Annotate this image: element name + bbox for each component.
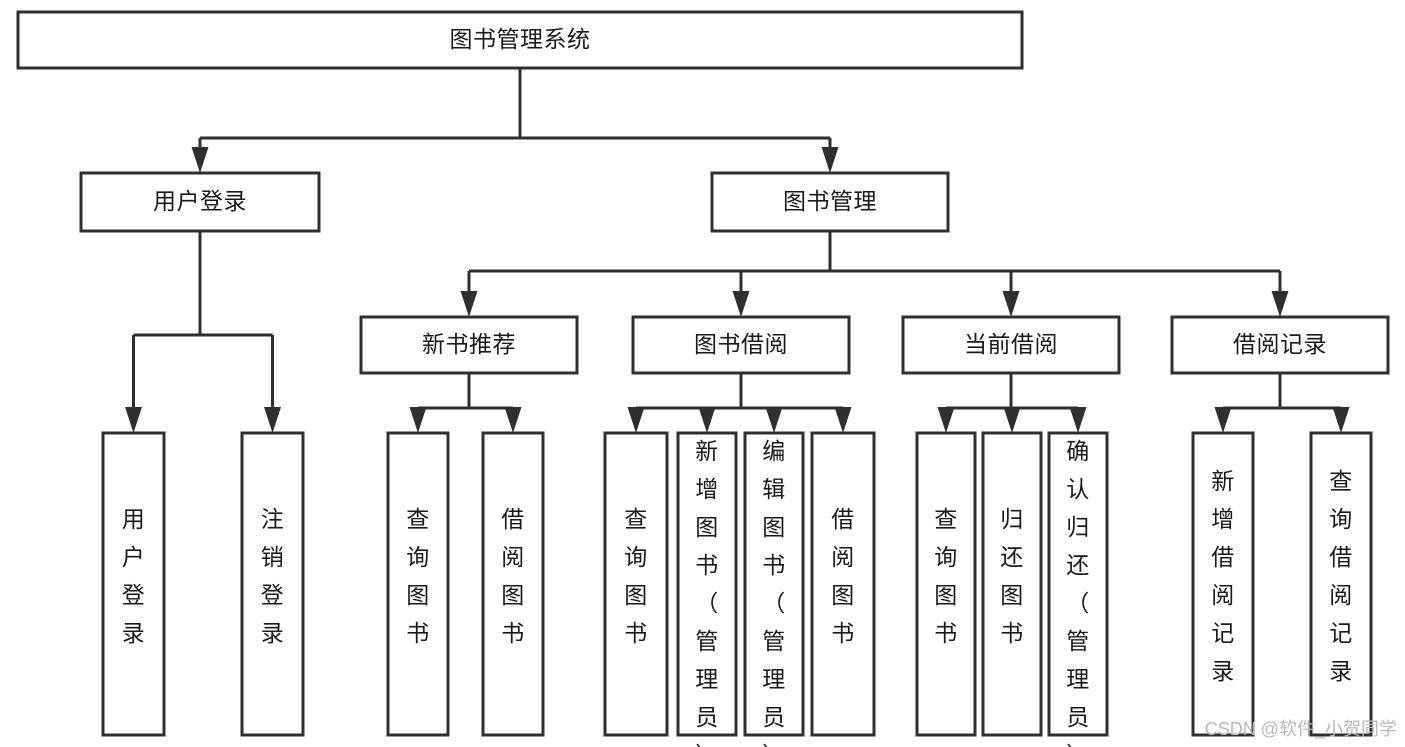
node-label-return-book: 归还图书 xyxy=(1000,506,1024,646)
bookmanage-to-borrow-record-arrowhead xyxy=(1271,291,1289,317)
node-query-book-1[interactable]: 查询图书 xyxy=(386,431,450,737)
node-add-book-admin[interactable]: 新增图书（管理员） xyxy=(676,431,738,747)
node-label-user-login: 用户登录 xyxy=(153,188,247,214)
node-label-confirm-return-admin: 确认归还（管理员） xyxy=(1066,438,1090,747)
node-box-query-book-3 xyxy=(915,431,977,737)
bookmanage-to-new-book-recommend-arrowhead xyxy=(460,291,478,317)
node-label-borrow-record: 借阅记录 xyxy=(1233,331,1327,357)
node-box-user-login xyxy=(79,171,321,233)
node-label-query-book-1: 查询图书 xyxy=(406,506,430,646)
node-root[interactable]: 图书管理系统 xyxy=(16,10,1024,70)
current-borrow-to-return-book-arrowhead xyxy=(1003,407,1021,433)
root-to-user-login-arrowhead xyxy=(191,147,209,173)
node-label-add-book-admin: 新增图书（管理员） xyxy=(695,438,719,747)
node-box-add-borrow-record xyxy=(1191,431,1255,737)
node-box-return-book xyxy=(981,431,1043,737)
node-box-query-borrow-record xyxy=(1309,431,1373,737)
node-box-current-borrow xyxy=(901,315,1121,375)
node-label-add-borrow-record: 新增借阅记录 xyxy=(1211,468,1235,684)
current-borrow-to-confirm-return-admin-arrowhead xyxy=(1069,407,1087,433)
root-to-book-manage-arrowhead xyxy=(821,147,839,173)
node-label-query-borrow-record: 查询借阅记录 xyxy=(1329,468,1353,684)
node-current-borrow[interactable]: 当前借阅 xyxy=(901,315,1121,375)
userlogin-to-user-logout-leaf-arrowhead xyxy=(264,407,281,433)
node-label-query-book-3: 查询图书 xyxy=(934,506,958,646)
node-query-book-3[interactable]: 查询图书 xyxy=(915,431,977,737)
node-add-borrow-record[interactable]: 新增借阅记录 xyxy=(1191,431,1255,737)
node-book-borrow[interactable]: 图书借阅 xyxy=(631,315,851,375)
node-label-borrow-book-1: 借阅图书 xyxy=(501,506,525,646)
node-box-borrow-book-1 xyxy=(481,431,545,737)
node-box-user-logout-leaf xyxy=(240,431,305,737)
node-box-new-book-recommend xyxy=(359,315,579,375)
node-label-root: 图书管理系统 xyxy=(450,26,591,52)
new-book-recommend-to-borrow-book-1-arrowhead xyxy=(504,407,522,433)
node-label-edit-book-admin: 编辑图书（管理员） xyxy=(762,438,786,747)
node-edit-book-admin[interactable]: 编辑图书（管理员） xyxy=(743,431,805,747)
book-borrow-to-edit-book-admin-arrowhead xyxy=(765,407,783,433)
node-label-book-manage: 图书管理 xyxy=(783,188,877,214)
node-label-book-borrow: 图书借阅 xyxy=(694,331,788,357)
bookmanage-to-current-borrow-arrowhead xyxy=(1002,291,1020,317)
node-user-login-leaf[interactable]: 用户登录 xyxy=(101,431,166,737)
node-box-user-login-leaf xyxy=(101,431,166,737)
node-label-new-book-recommend: 新书推荐 xyxy=(422,331,516,357)
book-borrow-to-query-book-2-arrowhead xyxy=(627,407,645,433)
node-user-logout-leaf[interactable]: 注销登录 xyxy=(240,431,305,737)
bookmanage-to-book-borrow-arrowhead xyxy=(732,291,750,317)
node-box-book-borrow xyxy=(631,315,851,375)
node-label-current-borrow: 当前借阅 xyxy=(964,331,1058,357)
node-box-confirm-return-admin xyxy=(1047,431,1109,737)
node-borrow-book-1[interactable]: 借阅图书 xyxy=(481,431,545,737)
node-box-borrow-record xyxy=(1170,315,1390,375)
node-layer: 图书管理系统用户登录图书管理用户登录注销登录新书推荐图书借阅当前借阅借阅记录查询… xyxy=(16,10,1390,747)
current-borrow-to-query-book-3-arrowhead xyxy=(937,407,955,433)
borrow-record-to-query-borrow-record-arrowhead xyxy=(1332,407,1350,433)
node-book-manage[interactable]: 图书管理 xyxy=(710,171,950,233)
node-borrow-record[interactable]: 借阅记录 xyxy=(1170,315,1390,375)
node-query-borrow-record[interactable]: 查询借阅记录 xyxy=(1309,431,1373,737)
connector-layer xyxy=(125,68,1350,433)
book-borrow-to-borrow-book-2-arrowhead xyxy=(834,407,852,433)
node-label-user-logout-leaf: 注销登录 xyxy=(261,506,285,646)
new-book-recommend-to-query-book-1-arrowhead xyxy=(409,407,427,433)
node-box-edit-book-admin xyxy=(743,431,805,737)
node-label-user-login-leaf: 用户登录 xyxy=(122,506,146,646)
node-return-book[interactable]: 归还图书 xyxy=(981,431,1043,737)
node-borrow-book-2[interactable]: 借阅图书 xyxy=(810,431,876,737)
borrow-record-to-add-borrow-record-arrowhead xyxy=(1214,407,1232,433)
node-box-root xyxy=(16,10,1024,70)
node-box-query-book-1 xyxy=(386,431,450,737)
node-query-book-2[interactable]: 查询图书 xyxy=(603,431,669,737)
node-box-query-book-2 xyxy=(603,431,669,737)
node-confirm-return-admin[interactable]: 确认归还（管理员） xyxy=(1047,431,1109,747)
node-box-add-book-admin xyxy=(676,431,738,737)
book-borrow-to-add-book-admin-arrowhead xyxy=(698,407,716,433)
node-label-query-book-2: 查询图书 xyxy=(624,506,648,646)
node-box-borrow-book-2 xyxy=(810,431,876,737)
userlogin-to-user-login-leaf-arrowhead xyxy=(125,407,142,433)
node-user-login[interactable]: 用户登录 xyxy=(79,171,321,233)
node-label-borrow-book-2: 借阅图书 xyxy=(831,506,855,646)
node-new-book-recommend[interactable]: 新书推荐 xyxy=(359,315,579,375)
node-box-book-manage xyxy=(710,171,950,233)
